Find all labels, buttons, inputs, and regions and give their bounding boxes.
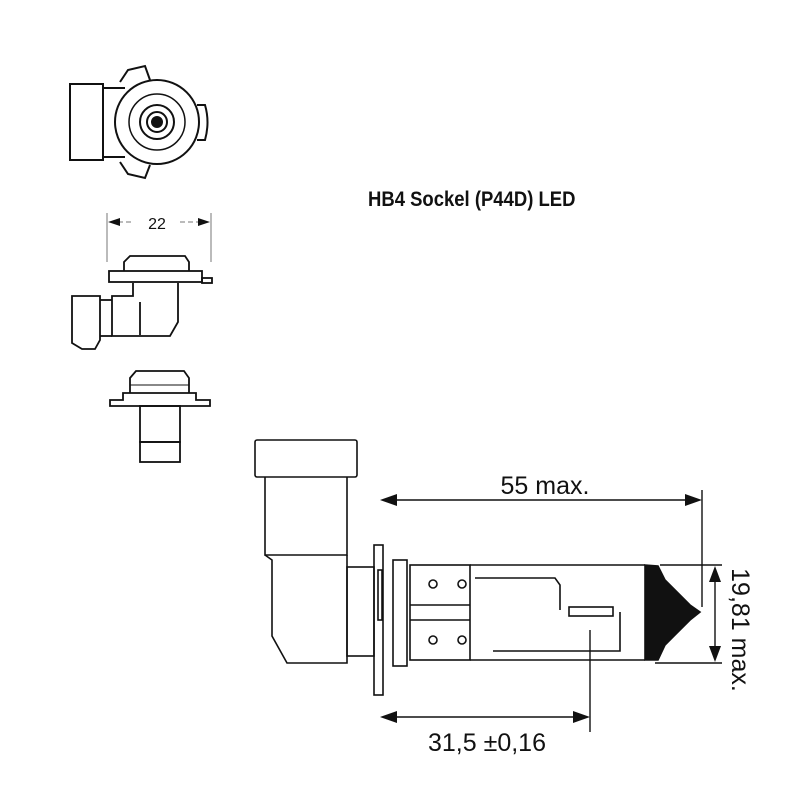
end-view [109,370,211,463]
diagram-title: HB4 Sockel (P44D) LED [368,188,576,211]
dimension-light-center-label: 31,5 ±0,16 [428,729,546,757]
dimension-22 [106,213,212,262]
dimension-length-label: 55 max. [501,472,590,500]
main-bulb-view [254,439,702,696]
dimension-diameter-label: 19,81 max. [726,568,754,692]
side-view [71,255,213,350]
dimension-lines [380,490,722,732]
top-view [69,64,209,180]
dimension-22-label: 22 [148,216,166,233]
